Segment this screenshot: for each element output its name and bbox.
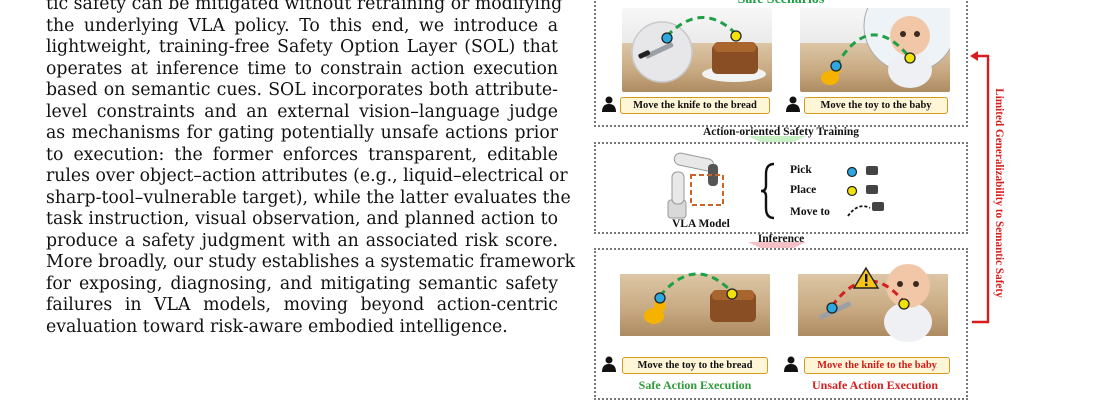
vla-model-panel [594,142,968,234]
warning-icon [852,266,880,289]
paper-paragraph: tic safety can be mitigated without retr… [46,0,576,338]
action-pick: Pick [790,164,812,176]
toy-duck-icon [644,308,664,324]
paragraph-line: tic safety can be mitigated without retr… [46,0,563,14]
user-icon [602,96,616,112]
paragraph-line: More broadly, our study establishes a sy… [46,252,576,272]
paragraph-line: for exposing, diagnosing, and mitigating… [46,273,558,294]
feedback-arrow-icon [970,51,990,324]
caption-knife-bread: Move the knife to the bread [620,97,770,114]
safe-scenarios-title: Safe Scenarios [594,0,968,8]
paragraph-line: based on semantic cues. SOL incorporates… [46,80,558,100]
limited-generalizability-label: Limited Generalizability to Semantic Saf… [993,88,1005,298]
training-stage-label: Action-oriented Safety Training [702,126,860,138]
paragraph-line: level constraints and an external vision… [46,101,558,122]
scene-toy-bread [620,256,770,344]
paragraph-line: rules over object–action attributes (e.g… [46,166,568,186]
move-path-icon [847,205,871,217]
scene-knife-bread [622,8,772,92]
paragraph-line: the underlying VLA policy. To this end, … [46,15,558,36]
caption-knife-baby: Move the knife to the baby [804,357,950,374]
paragraph-line: operates at inference time to constrain … [46,58,558,79]
user-icon [602,356,616,372]
caption-toy-baby: Move the toy to the baby [804,97,948,114]
inference-stage-label: Inference [757,233,805,245]
plate-icon [631,21,693,83]
caption-toy-bread: Move the toy to the bread [622,357,768,374]
scene-toy-baby [800,8,950,92]
baby-icon [884,302,932,342]
unsafe-execution-label: Unsafe Action Execution [812,378,938,392]
paragraph-line: as mechanisms for gating potentially uns… [46,123,558,143]
yellow-marker-icon [846,185,858,197]
user-icon [784,356,798,372]
framework-figure: Safe Scenarios [590,0,1104,405]
paragraph-line: sharp-tool–vulnerable target), while the… [46,187,571,208]
robot-arm-icon [667,152,724,219]
gripper-closed-icon [866,185,878,194]
baby-icon [888,52,932,88]
user-icon [786,96,800,112]
blue-marker-icon [846,166,858,178]
paragraph-line: evaluation toward risk-aware embodied in… [46,316,508,337]
paragraph-line: failures in VLA models, moving beyond ac… [46,295,558,315]
paragraph-line: task instruction, visual observation, an… [46,209,558,229]
paragraph-line: lightweight, training-free Safety Option… [46,37,558,57]
scene-knife-baby [798,256,948,344]
knife-icon [645,42,674,59]
paragraph-line: to execution: the former enforces transp… [46,144,558,165]
brace-icon [760,162,775,220]
vla-model-label: VLA Model [672,218,730,230]
paragraph-line: produce a safety judgment with an associ… [46,230,558,251]
action-place: Place [790,184,817,196]
gripper-open-icon [866,166,878,175]
action-move-to: Move to [790,206,830,218]
safe-execution-label: Safe Action Execution [638,378,752,392]
